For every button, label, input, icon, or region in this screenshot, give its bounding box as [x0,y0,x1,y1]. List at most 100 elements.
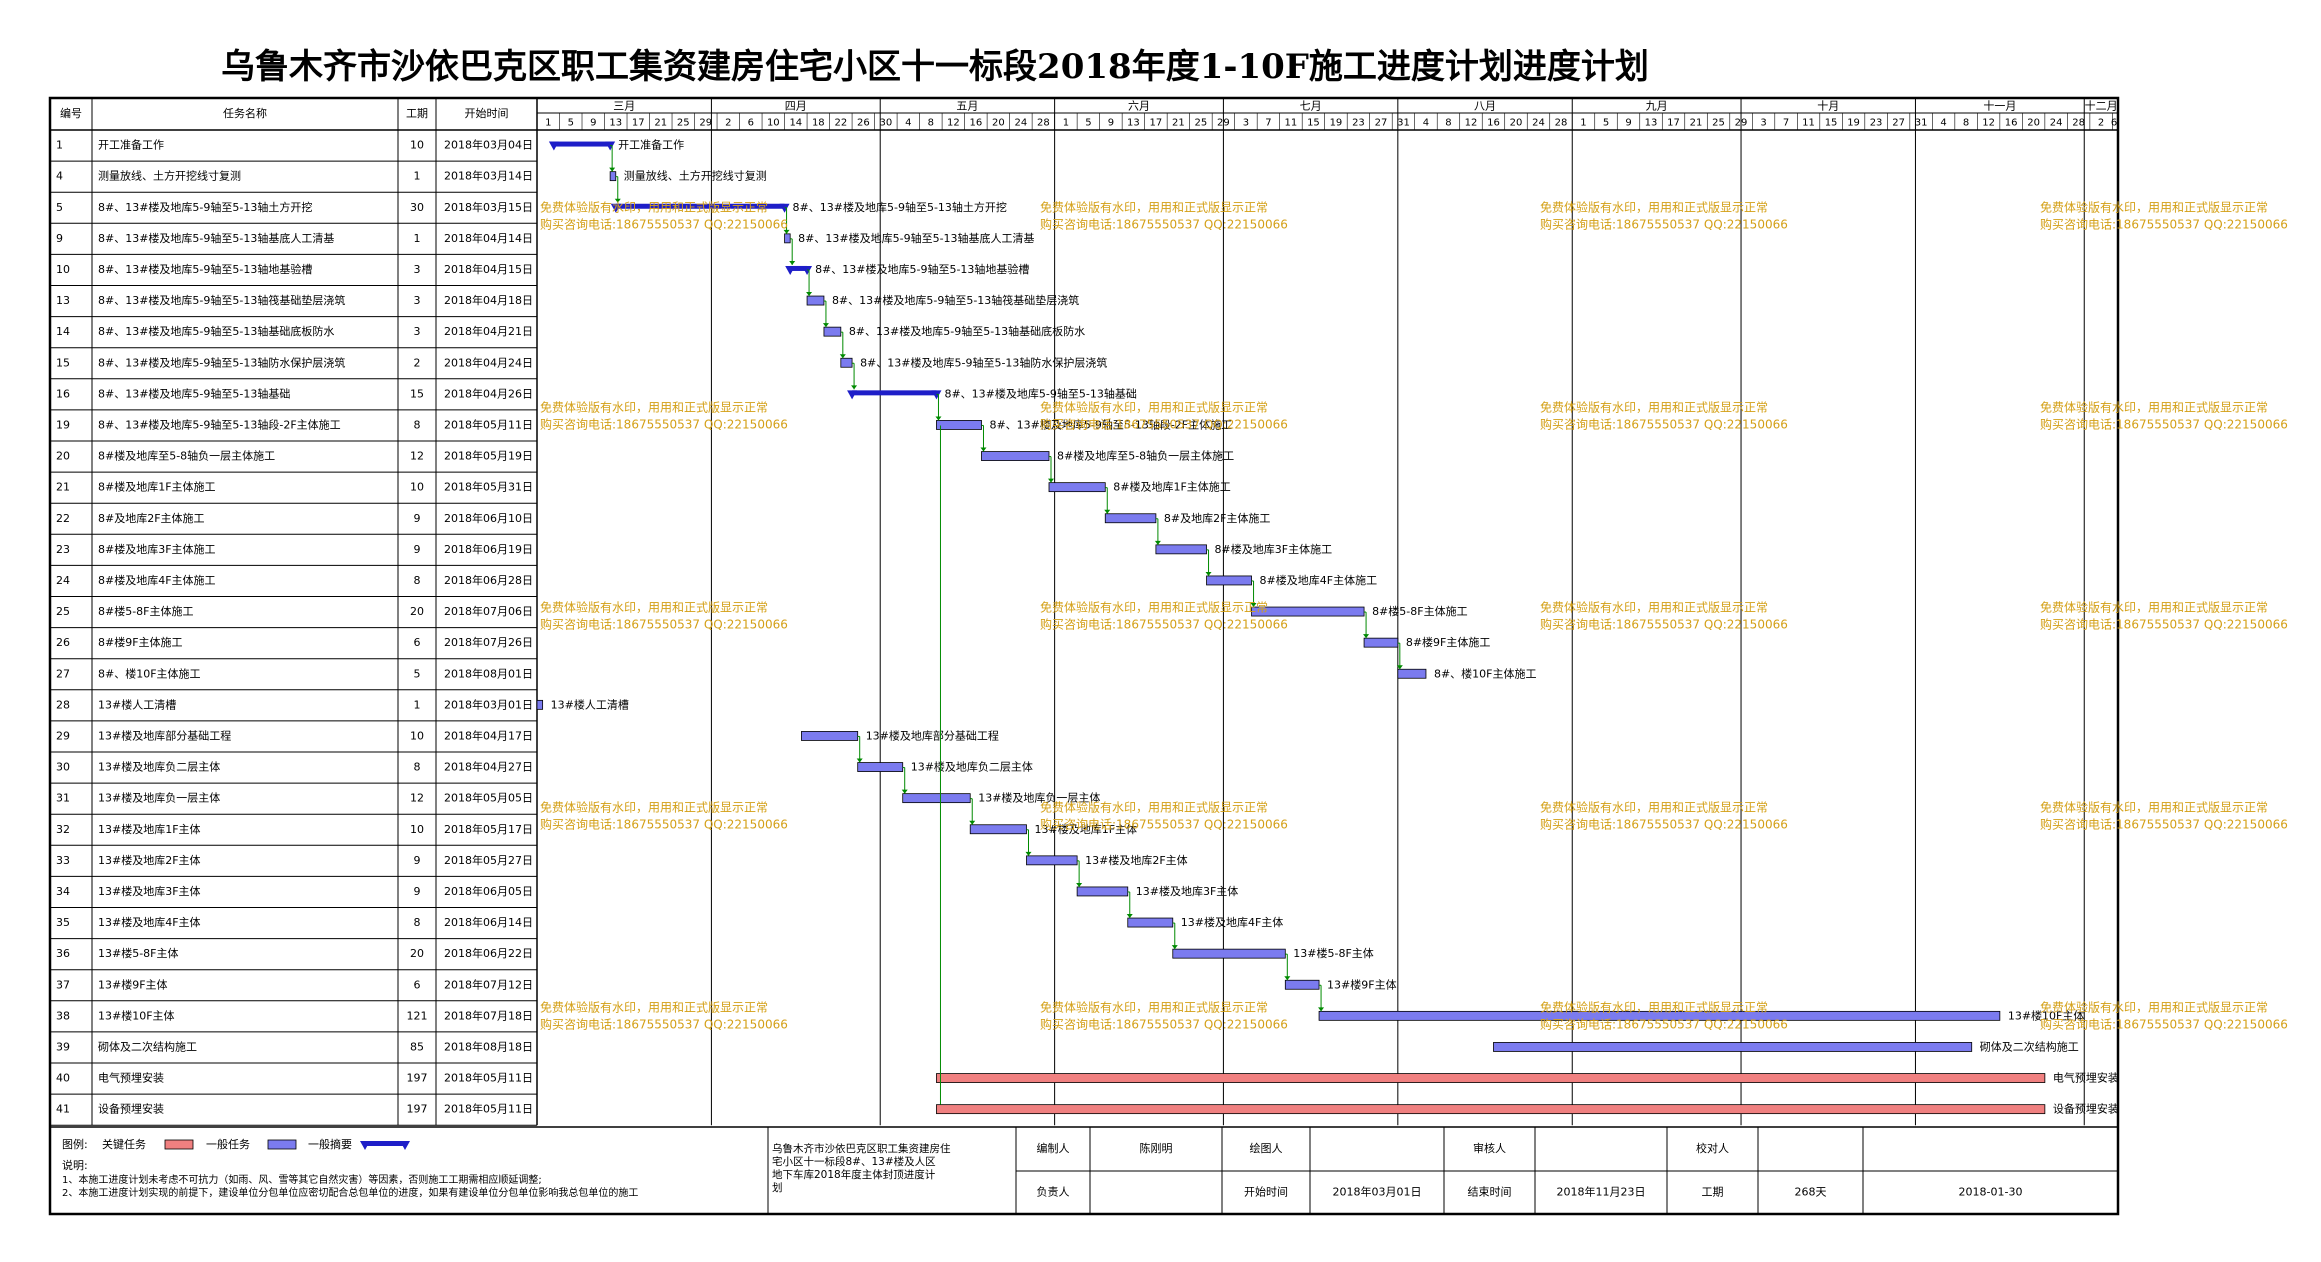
bar-label: 8#、13#楼及地库5-9轴至5-13轴基础 [944,386,1136,400]
day-tick-label: 4 [1423,118,1429,129]
gantt-bar-critical[interactable] [936,1073,2046,1083]
gantt-bar-summary[interactable] [790,265,808,271]
gantt-bar-normal[interactable] [536,699,544,710]
header-duration: 工期 [406,107,428,120]
watermark-line: 免费体验版有水印，用用和正式版显示正常 [540,1000,768,1015]
task-duration: 15 [410,387,424,400]
task-id: 5 [56,201,63,214]
month-label: 九月 [1646,100,1668,113]
gantt-bar-normal[interactable] [1127,917,1174,928]
summary-cap-left [785,265,796,275]
watermark-line: 购买咨询电话:18675550537 QQ:22150066 [2040,417,2288,432]
gantt-bar-normal[interactable] [1104,513,1157,524]
day-tick-label: 31 [1397,118,1410,129]
frame [48,96,2120,1216]
day-tick-label: 1 [545,118,551,129]
gantt-bar-normal[interactable] [969,824,1027,835]
task-id: 14 [56,325,70,338]
gantt-bar-normal[interactable] [1048,482,1106,493]
task-duration: 3 [414,263,421,276]
gantt-bar-normal[interactable] [1284,979,1320,990]
bar-label: 13#楼及地库1F主体 [1034,822,1137,836]
day-tick-label: 8 [928,118,934,129]
gantt-bar-normal[interactable] [936,420,982,430]
task-id: 37 [56,978,70,991]
watermark-line: 免费体验版有水印，用用和正式版显示正常 [1040,400,1268,415]
bar-label: 13#楼及地库部分基础工程 [866,728,999,742]
gantt-bar-normal[interactable] [1026,855,1078,866]
task-id: 19 [56,418,70,431]
task-name: 8#、13#楼及地库5-9轴至5-13轴基础底板防水 [98,324,334,338]
gantt-bar-normal[interactable] [857,762,904,772]
task-id: 16 [56,387,70,400]
task-name: 砌体及二次结构施工 [98,1039,197,1053]
task-duration: 12 [410,792,424,805]
day-tick-label: 26 [857,118,870,129]
task-duration: 30 [410,201,424,214]
bar-label: 砌体及二次结构施工 [1980,1039,2079,1053]
gantt-bar-normal[interactable] [1493,1042,1973,1052]
task-id: 34 [56,885,70,898]
dependency-arrow [856,758,863,763]
day-tick-label: 6 [2111,118,2117,129]
task-duration: 8 [414,916,421,929]
bar-label: 13#楼及地库4F主体 [1181,915,1284,929]
gantt-bar-normal[interactable] [609,171,617,182]
watermark-line: 免费体验版有水印，用用和正式版显示正常 [1040,600,1268,615]
gantt-bar-normal[interactable] [1397,668,1427,679]
task-duration: 197 [407,1072,428,1085]
gantt-bar-normal[interactable] [1318,1010,2001,1021]
bar-label: 8#、13#楼及地库5-9轴至5-13轴土方开挖 [793,200,1007,214]
task-name: 13#楼及地库2F主体 [98,853,201,867]
gantt-bar-normal[interactable] [1363,637,1399,648]
gantt-bar-normal[interactable] [784,233,791,244]
bar-label: 8#、13#楼及地库5-9轴至5-13轴地基验槽 [815,262,1029,276]
gantt-bar-normal[interactable] [981,451,1050,461]
task-start: 2018年04月17日 [444,728,533,742]
bar-label: 8#及地库2F主体施工 [1164,511,1271,525]
day-tick-label: 28 [2072,118,2085,129]
gantt-bar-normal[interactable] [823,326,842,337]
gantt-bar-summary[interactable] [615,203,785,209]
month-label: 十月 [1817,99,1839,113]
dependency-arrow [1076,882,1083,887]
task-name: 8#楼及地库至5-8轴负一层主体施工 [98,449,275,463]
task-id: 24 [56,574,70,587]
bar-label: 13#楼及地库3F主体 [1136,884,1239,898]
task-name: 8#、13#楼及地库5-9轴至5-13轴基础 [98,386,290,400]
day-tick-label: 15 [1825,118,1838,129]
month-label: 三月 [613,100,635,113]
dependency-arrow [1318,1007,1325,1012]
footer-duration-label: 工期 [1702,1186,1724,1199]
gantt-bar-summary[interactable] [852,390,937,396]
watermark-line: 免费体验版有水印，用用和正式版显示正常 [540,400,768,415]
gantt-bar-critical[interactable] [936,1104,2046,1115]
day-tick-label: 21 [1690,118,1703,129]
task-id: 28 [56,698,70,711]
gantt-bar-normal[interactable] [1172,948,1286,959]
day-tick-label: 5 [568,118,574,129]
day-tick-label: 4 [905,118,911,129]
task-start: 2018年08月01日 [444,666,533,680]
gantt-bar-normal[interactable] [1206,575,1252,586]
day-tick-label: 12 [947,118,960,129]
gantt-bar-normal[interactable] [1076,886,1129,897]
day-tick-label: 30 [879,118,892,129]
task-name: 8#楼及地库1F主体施工 [98,480,216,494]
gantt-bar-normal[interactable] [801,731,859,741]
gantt-bar-normal[interactable] [840,357,853,368]
dependency-arrow [1363,634,1370,639]
gantt-bar-summary[interactable] [553,141,611,147]
day-tick-label: 10 [767,118,780,129]
gantt-bar-normal[interactable] [1155,544,1207,555]
watermark-line: 免费体验版有水印，用用和正式版显示正常 [1040,200,1268,215]
task-start: 2018年04月14日 [444,231,533,245]
task-id: 33 [56,854,70,867]
day-tick-label: 3 [1243,118,1249,129]
gantt-bar-normal[interactable] [902,793,971,804]
task-name: 8#及地库2F主体施工 [98,511,205,525]
day-tick-label: 1 [1580,118,1586,129]
bar-label: 8#、13#楼及地库5-9轴至5-13轴基础底板防水 [849,324,1085,338]
gantt-bar-normal[interactable] [1251,606,1365,617]
gantt-bar-normal[interactable] [806,295,825,306]
